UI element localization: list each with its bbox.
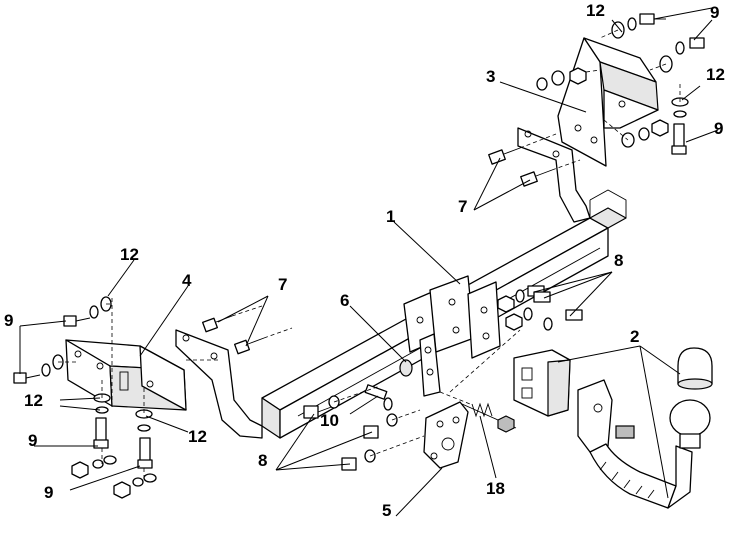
callout-2: 2 [630, 327, 639, 346]
right-side-plate [517, 127, 591, 223]
callout-12-left-mid: 12 [24, 391, 43, 410]
assembly-lines [58, 29, 681, 480]
callout-3: 3 [486, 67, 495, 86]
left-bracket-part-4 [65, 339, 187, 411]
callout-9-left-upper: 9 [4, 311, 13, 330]
callout-9-left-mid: 9 [28, 431, 37, 450]
callout-8-upper: 8 [614, 251, 623, 270]
callout-5: 5 [382, 501, 391, 520]
socket-plate-part-5 [423, 401, 469, 469]
callout-12-top: 12 [586, 1, 605, 20]
leader-lines [19, 7, 719, 517]
callout-18: 18 [486, 479, 505, 498]
callout-8-lower: 8 [258, 451, 267, 470]
right-bracket-part-3 [557, 37, 659, 167]
callout-9-left-lower: 9 [44, 483, 53, 502]
callout-12-left-low: 12 [188, 427, 207, 446]
callout-labels: 1 2 3 4 5 6 7 7 8 8 9 9 9 9 9 10 12 12 1… [4, 1, 725, 520]
left-side-plate [175, 329, 263, 439]
callout-1: 1 [386, 207, 395, 226]
callout-4: 4 [182, 271, 192, 290]
callout-9-right: 9 [714, 119, 723, 138]
callout-7-left: 7 [278, 275, 287, 294]
hardware-bolts [13, 13, 705, 499]
callout-10: 10 [320, 411, 339, 430]
centre-mounting-plates [403, 275, 501, 359]
towball-assembly-part-2 [513, 347, 713, 509]
callout-7-right: 7 [458, 197, 467, 216]
callout-9-top-right: 9 [710, 3, 719, 22]
callout-12-right: 12 [706, 65, 725, 84]
callout-6: 6 [340, 291, 349, 310]
callout-12-left-top: 12 [120, 245, 139, 264]
